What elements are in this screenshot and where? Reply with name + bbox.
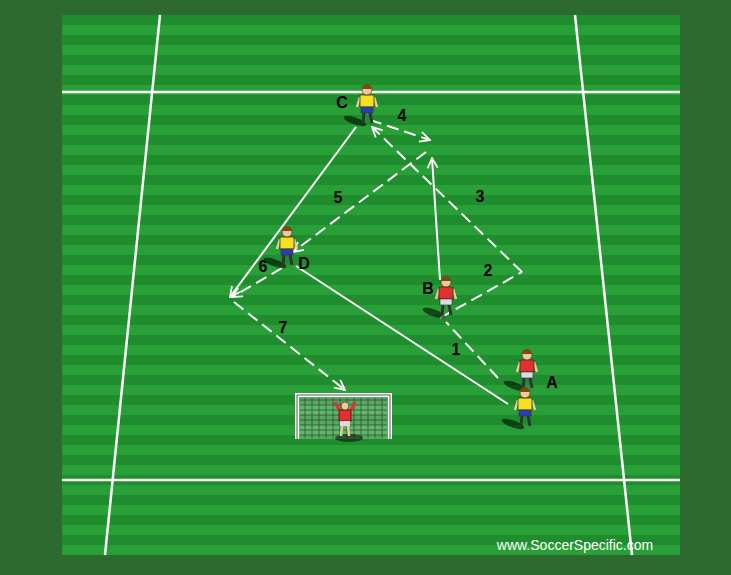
player-figure (503, 349, 537, 393)
goal (297, 395, 390, 439)
callout-number: 6 (259, 259, 268, 275)
players (263, 84, 537, 431)
player-letter: A (546, 375, 558, 391)
player-letter: D (298, 256, 310, 272)
callout-number: 3 (476, 189, 485, 205)
pitch-lines (62, 15, 680, 555)
player-figure (422, 276, 456, 320)
pass-arrows (232, 120, 522, 390)
player-figure (263, 226, 297, 270)
callout-number: 7 (279, 320, 288, 336)
callout-number: 1 (452, 342, 461, 358)
player-letter: B (422, 281, 434, 297)
callout-number: 5 (334, 190, 343, 206)
watermark: www.SoccerSpecific.com (497, 538, 653, 552)
movement-arrows (230, 127, 508, 404)
grass-field (62, 15, 680, 555)
callout-number: 2 (484, 263, 493, 279)
callout-number: 4 (398, 108, 407, 124)
goalkeeper (335, 402, 363, 442)
player-letter: C (336, 95, 348, 111)
player-figure (501, 387, 535, 431)
